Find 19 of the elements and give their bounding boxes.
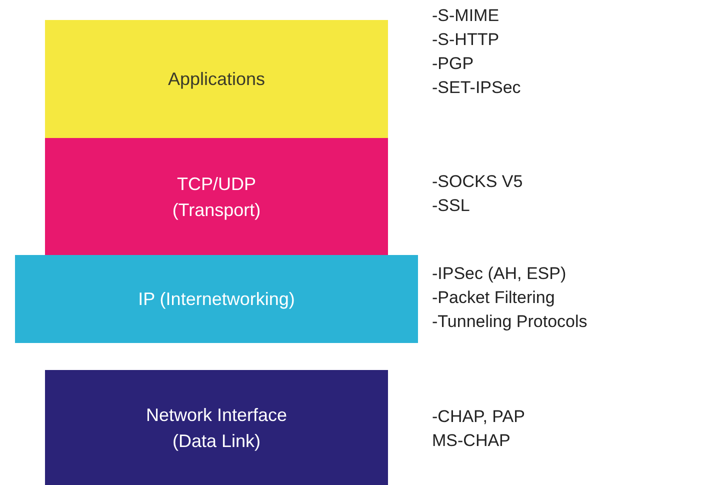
protocol-item: -Packet Filtering <box>432 287 555 309</box>
layer-band <box>45 138 388 255</box>
protocol-item: -Tunneling Protocols <box>432 311 588 333</box>
protocol-item: -S-MIME <box>432 5 500 27</box>
protocol-item: -PGP <box>432 53 474 75</box>
protocol-item: MS-CHAP <box>432 430 510 452</box>
layer-name: Applications <box>168 68 266 91</box>
protocol-item: -S-HTTP <box>432 29 500 51</box>
protocol-item: -CHAP, PAP <box>432 406 525 428</box>
layer-band <box>45 20 388 138</box>
protocol-item: -SOCKS V5 <box>432 171 523 193</box>
layer-name: TCP/UDP (Transport) <box>171 172 262 222</box>
protocol-item: -SET-IPSec <box>432 77 521 99</box>
layer-name: Network Interface (Data Link) <box>144 404 288 453</box>
protocol-item: -IPSec (AH, ESP) <box>432 263 566 285</box>
layer-band <box>45 370 388 485</box>
layer-band <box>15 255 418 343</box>
layer-name: IP (Internetworking) <box>138 288 295 311</box>
protocol-item: -SSL <box>432 195 470 217</box>
